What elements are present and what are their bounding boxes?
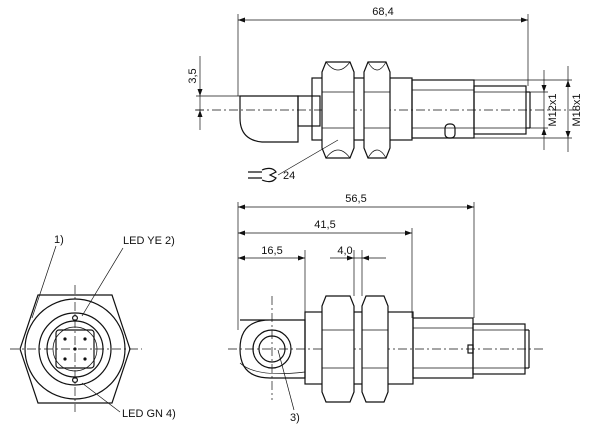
top-neck [297,95,321,127]
label-note-3: 3) [290,412,300,424]
label-led-yellow: LED YE 2) [123,235,175,247]
bottom-nut-2 [361,295,389,403]
dim-length-to-connector: 56,5 [345,193,366,205]
front-view: 1) LED YE 2) LED GN 4) [10,234,176,420]
front-hex-nut [19,294,131,404]
dim-thread-body: M18x1 [571,93,583,126]
top-lens-head [239,95,299,143]
dim-overall-length: 68,4 [372,6,393,18]
bottom-nut-1 [321,295,355,403]
wrench-icon [248,167,277,183]
dim-thread-connector: M12x1 [547,93,559,126]
bottom-lens-inner [258,335,286,363]
bottom-lens-head [239,319,306,379]
bottom-lens-outer [252,329,292,369]
top-nut-1 [321,61,355,159]
top-housing-rear [411,79,475,139]
bottom-top-view: 56,5 41,5 16,5 4,0 3) [228,193,545,424]
bottom-connector [472,323,526,375]
top-connector [473,85,527,135]
dim-length-to-thread-end: 41,5 [314,219,335,231]
dim-lens-offset: 3,5 [187,68,199,83]
label-led-green: LED GN 4) [122,408,176,420]
top-side-view: 68,4 3,5 M12x1 M18x1 24 [187,6,583,183]
top-nut-2 [363,61,391,159]
bottom-housing-rear [412,317,474,379]
dim-lens-head: 16,5 [261,245,282,257]
label-note-1: 1) [54,234,64,246]
dim-wrench-size: 24 [283,170,295,182]
bottom-thread-body [304,311,414,385]
dim-nut-width: 4,0 [337,245,352,257]
top-led-window [444,123,456,139]
